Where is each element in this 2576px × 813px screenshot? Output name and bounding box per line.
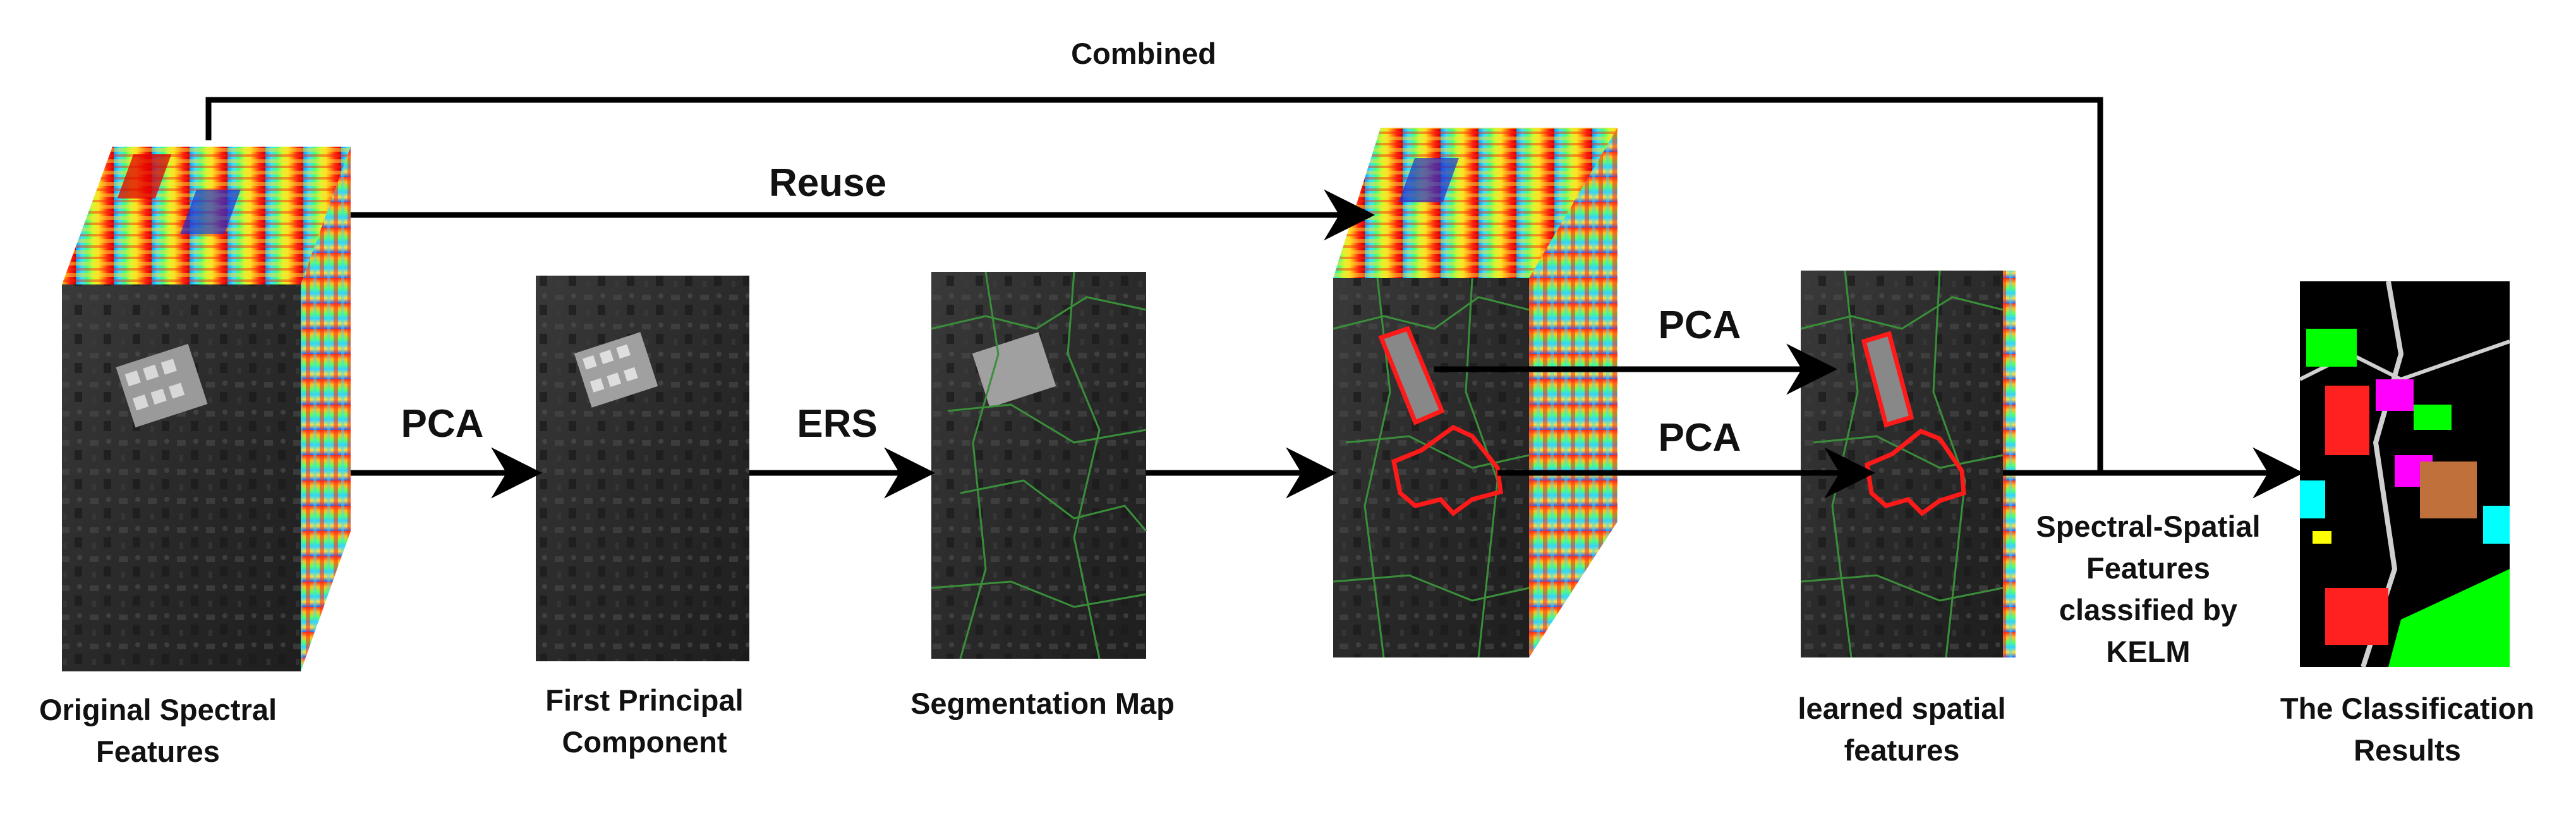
first-principal-component-caption: First Principal Component: [545, 683, 744, 759]
segmentation-map-image: [931, 271, 1147, 659]
reuse-label: Reuse: [768, 161, 887, 205]
first-principal-component-image: [536, 276, 749, 661]
cube1-top-overlay-blue: [180, 190, 241, 234]
pca1-label: PCA: [401, 402, 484, 446]
learned-region-2: [1865, 428, 1966, 517]
learned-spatial-features-caption: learned spatial features: [1798, 692, 2006, 767]
cube4-selected-region-2: [1391, 424, 1503, 517]
cube1-front-texture: [62, 284, 301, 671]
ers-label: ERS: [797, 402, 878, 446]
cube4-top-face: [1333, 128, 1618, 278]
original-spectral-cube: [62, 147, 351, 671]
classification-results-map: [2299, 281, 2510, 668]
learned-spatial-features-image: [1800, 270, 2016, 658]
flow-arrows: [205, 97, 2304, 499]
segmentation-map-caption: Segmentation Map: [910, 687, 1175, 720]
combined-line: [205, 97, 2103, 473]
cube1-top-overlay-red: [117, 154, 172, 199]
learned-region-1: [1861, 331, 1914, 428]
pca2-label: PCA: [1658, 303, 1741, 347]
cube4-selected-region-1: [1378, 326, 1445, 425]
segmentation-edges: [931, 271, 1147, 659]
cube4-side-face: [1529, 128, 1618, 657]
cube1-side-face: [301, 147, 351, 671]
pca3-label: PCA: [1658, 416, 1741, 460]
combined-label: Combined: [1071, 37, 1216, 70]
original-spectral-features-caption: Original Spectral Features: [39, 693, 277, 768]
classifier-label: Spectral-Spatial Features classified by …: [2036, 510, 2261, 668]
segmented-spectral-cube: [1333, 128, 1618, 658]
cube1-building: [116, 343, 208, 428]
classification-results-caption: The Classification Results: [2280, 692, 2535, 767]
